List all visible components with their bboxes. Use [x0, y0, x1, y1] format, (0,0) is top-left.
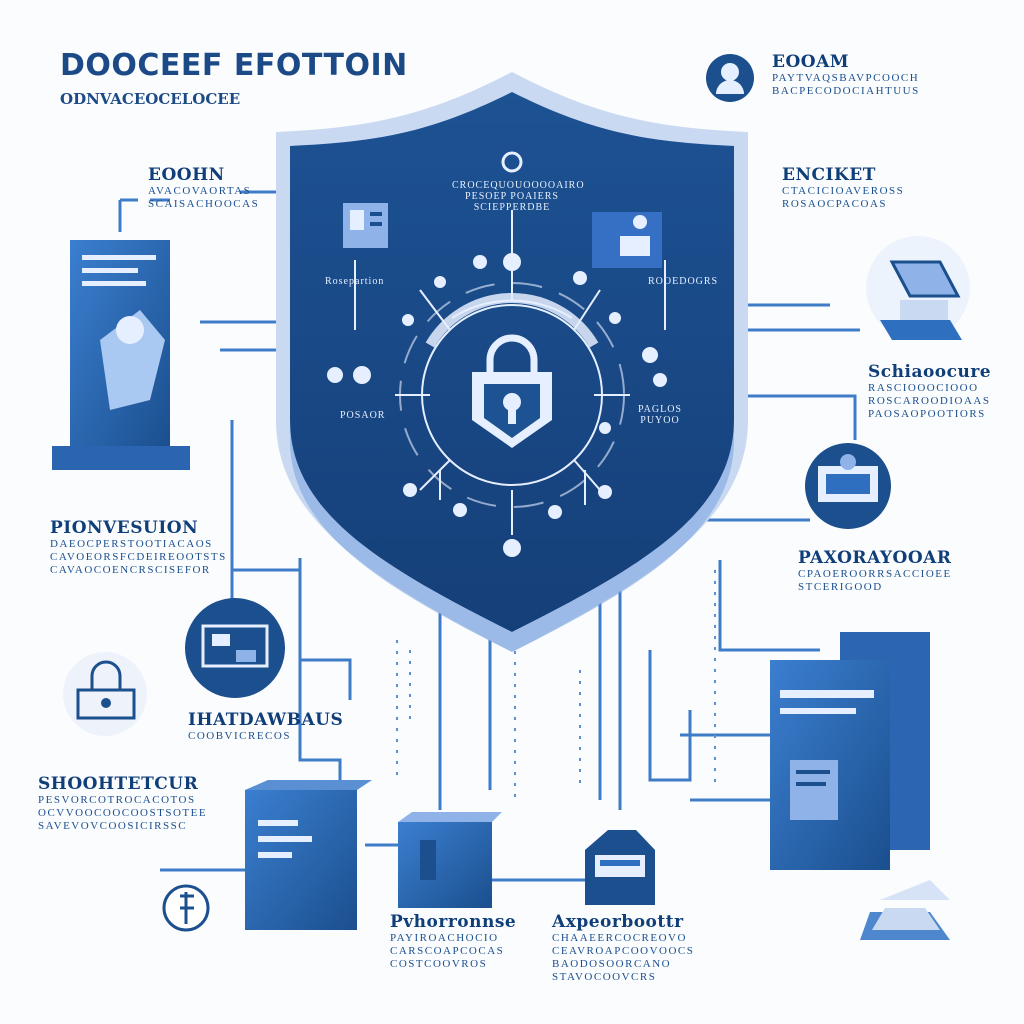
- shield-right-small: PAGLOS PUYOO: [638, 404, 682, 426]
- shield: [276, 72, 748, 652]
- shield-monitor-left: [343, 203, 388, 248]
- dashed-lines: [396, 570, 716, 800]
- shield-node-icons: [327, 151, 667, 557]
- server-box-small: [585, 830, 655, 905]
- label-right-top: ENCIKET CTACICIOAVEROSS ROSAOCPACOAS: [782, 165, 905, 210]
- label-left-top: EOOHN AVACOVAORTAS SCAISACHOOCAS: [148, 165, 260, 210]
- user-avatar-icon: [706, 54, 754, 102]
- label-bottom-center-right: Axpeorboottr CHAAEERCOCREOVO CEAVROAPCOO…: [552, 912, 695, 983]
- server-tower-right: [770, 632, 950, 900]
- padlock-badge-icon: [63, 652, 147, 736]
- shield-left-small: POSAOR: [340, 410, 386, 421]
- shield-top-text: CROCEQUOUOOOOAIRO PESOEP POAIERS SCIEPPE…: [452, 180, 585, 213]
- shield-left-label: Rosepartion: [325, 276, 385, 287]
- label-right-middle: Schiaoocure RASCIOOOCIOOO ROSCAROODIOAAS…: [868, 362, 992, 420]
- monitor-circle-right: [805, 443, 891, 529]
- lock-icon: [472, 334, 552, 448]
- label-bottom-center-left: Pvhorronnse PAYIROACHOCIO CARSCOAPCOCAS …: [390, 912, 517, 970]
- server-tower-left: [52, 240, 190, 470]
- page-subtitle: ODNVACEOCELOCEE: [60, 90, 241, 108]
- server-box-left: [245, 780, 372, 930]
- shield-circuitry: [354, 210, 666, 535]
- label-right-lower: PAXORAYOOAR CPAOEROORRSACCIOEE STCERIGOO…: [798, 548, 952, 593]
- label-left-bottom: SHOOHTETCUR PESVORCOTROCACOTOS OCVVOOCOO…: [38, 774, 208, 832]
- server-box-center: [398, 812, 502, 908]
- label-left-middle: PIONVESUION DAEOCPERSTOOTIACAOS CAVOEORS…: [50, 518, 227, 576]
- label-top-right: EOOAM PAYTVAQSBAVPCOOCH BACPECODOCIAHTUU…: [772, 52, 920, 97]
- page-title: DOOCEEF EFOTTOIN: [60, 48, 408, 83]
- network-circle-left: [185, 598, 285, 698]
- shield-right-label: ROOEDOGRS: [648, 276, 719, 287]
- shield-monitor-right: [592, 212, 662, 268]
- coin-icon: [162, 884, 210, 932]
- laptop-bottom-icon: [860, 908, 950, 940]
- laptop-icon: [866, 236, 970, 340]
- label-left-lower: IHATDAWBAUS COOBVICRECOS: [188, 710, 344, 742]
